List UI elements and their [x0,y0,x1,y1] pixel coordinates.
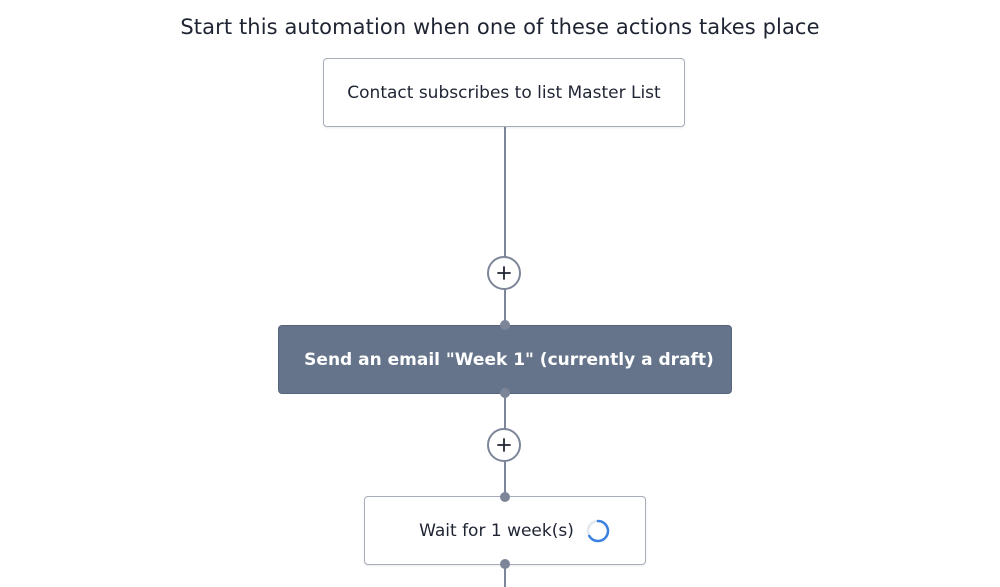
automation-trigger-heading: Start this automation when one of these … [180,15,820,39]
add-step-button[interactable] [487,256,521,290]
send-email-node-label: Send an email "Week 1" (currently a draf… [304,349,714,370]
connector-line [504,127,506,325]
connector-dot [500,320,510,330]
connector-dot [500,388,510,398]
loading-spinner-icon [586,519,610,542]
send-email-node[interactable]: Send an email "Week 1" (currently a draf… [278,325,732,394]
connector-dot [500,492,510,502]
wait-node-label: Wait for 1 week(s) [419,520,574,541]
wait-node[interactable]: Wait for 1 week(s) [364,496,646,565]
trigger-node[interactable]: Contact subscribes to list Master List [323,58,685,127]
trigger-node-label: Contact subscribes to list Master List [347,82,661,103]
plus-icon [497,438,511,452]
add-step-button[interactable] [487,428,521,462]
connector-line [504,564,506,587]
connector-dot [500,559,510,569]
plus-icon [497,266,511,280]
